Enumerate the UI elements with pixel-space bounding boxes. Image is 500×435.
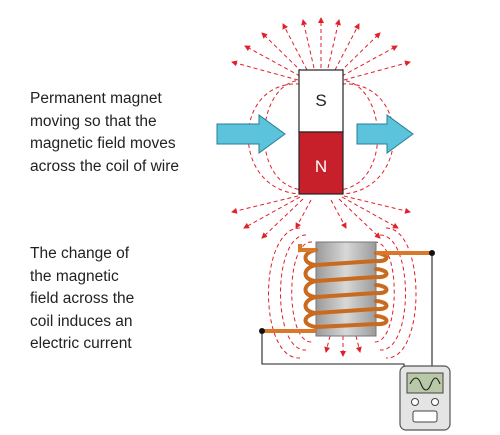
coil-of-wire (262, 241, 432, 337)
field-arrows-bottom (231, 195, 411, 239)
oscilloscope-meter-icon (399, 365, 451, 431)
bar-magnet: S N (298, 69, 344, 195)
waveform-icon (409, 377, 441, 391)
caption-induction: The change of the magnetic field across … (30, 245, 135, 352)
meter-knob-right (431, 398, 439, 406)
coil-core (315, 241, 377, 337)
junction-dot-top (429, 250, 435, 256)
magnet-south-label: S (315, 91, 326, 110)
junction-dot-bottom (259, 328, 265, 334)
caption-magnet-motion: Permanent magnet moving so that the magn… (30, 90, 180, 175)
meter-button (412, 410, 438, 423)
field-arrows-top (231, 17, 411, 81)
magnet-north-label: N (315, 157, 327, 176)
motion-arrow-right (356, 114, 414, 154)
field-arrows-coil (324, 335, 362, 357)
meter-knob-left (411, 398, 419, 406)
motion-arrow-left (216, 114, 286, 154)
